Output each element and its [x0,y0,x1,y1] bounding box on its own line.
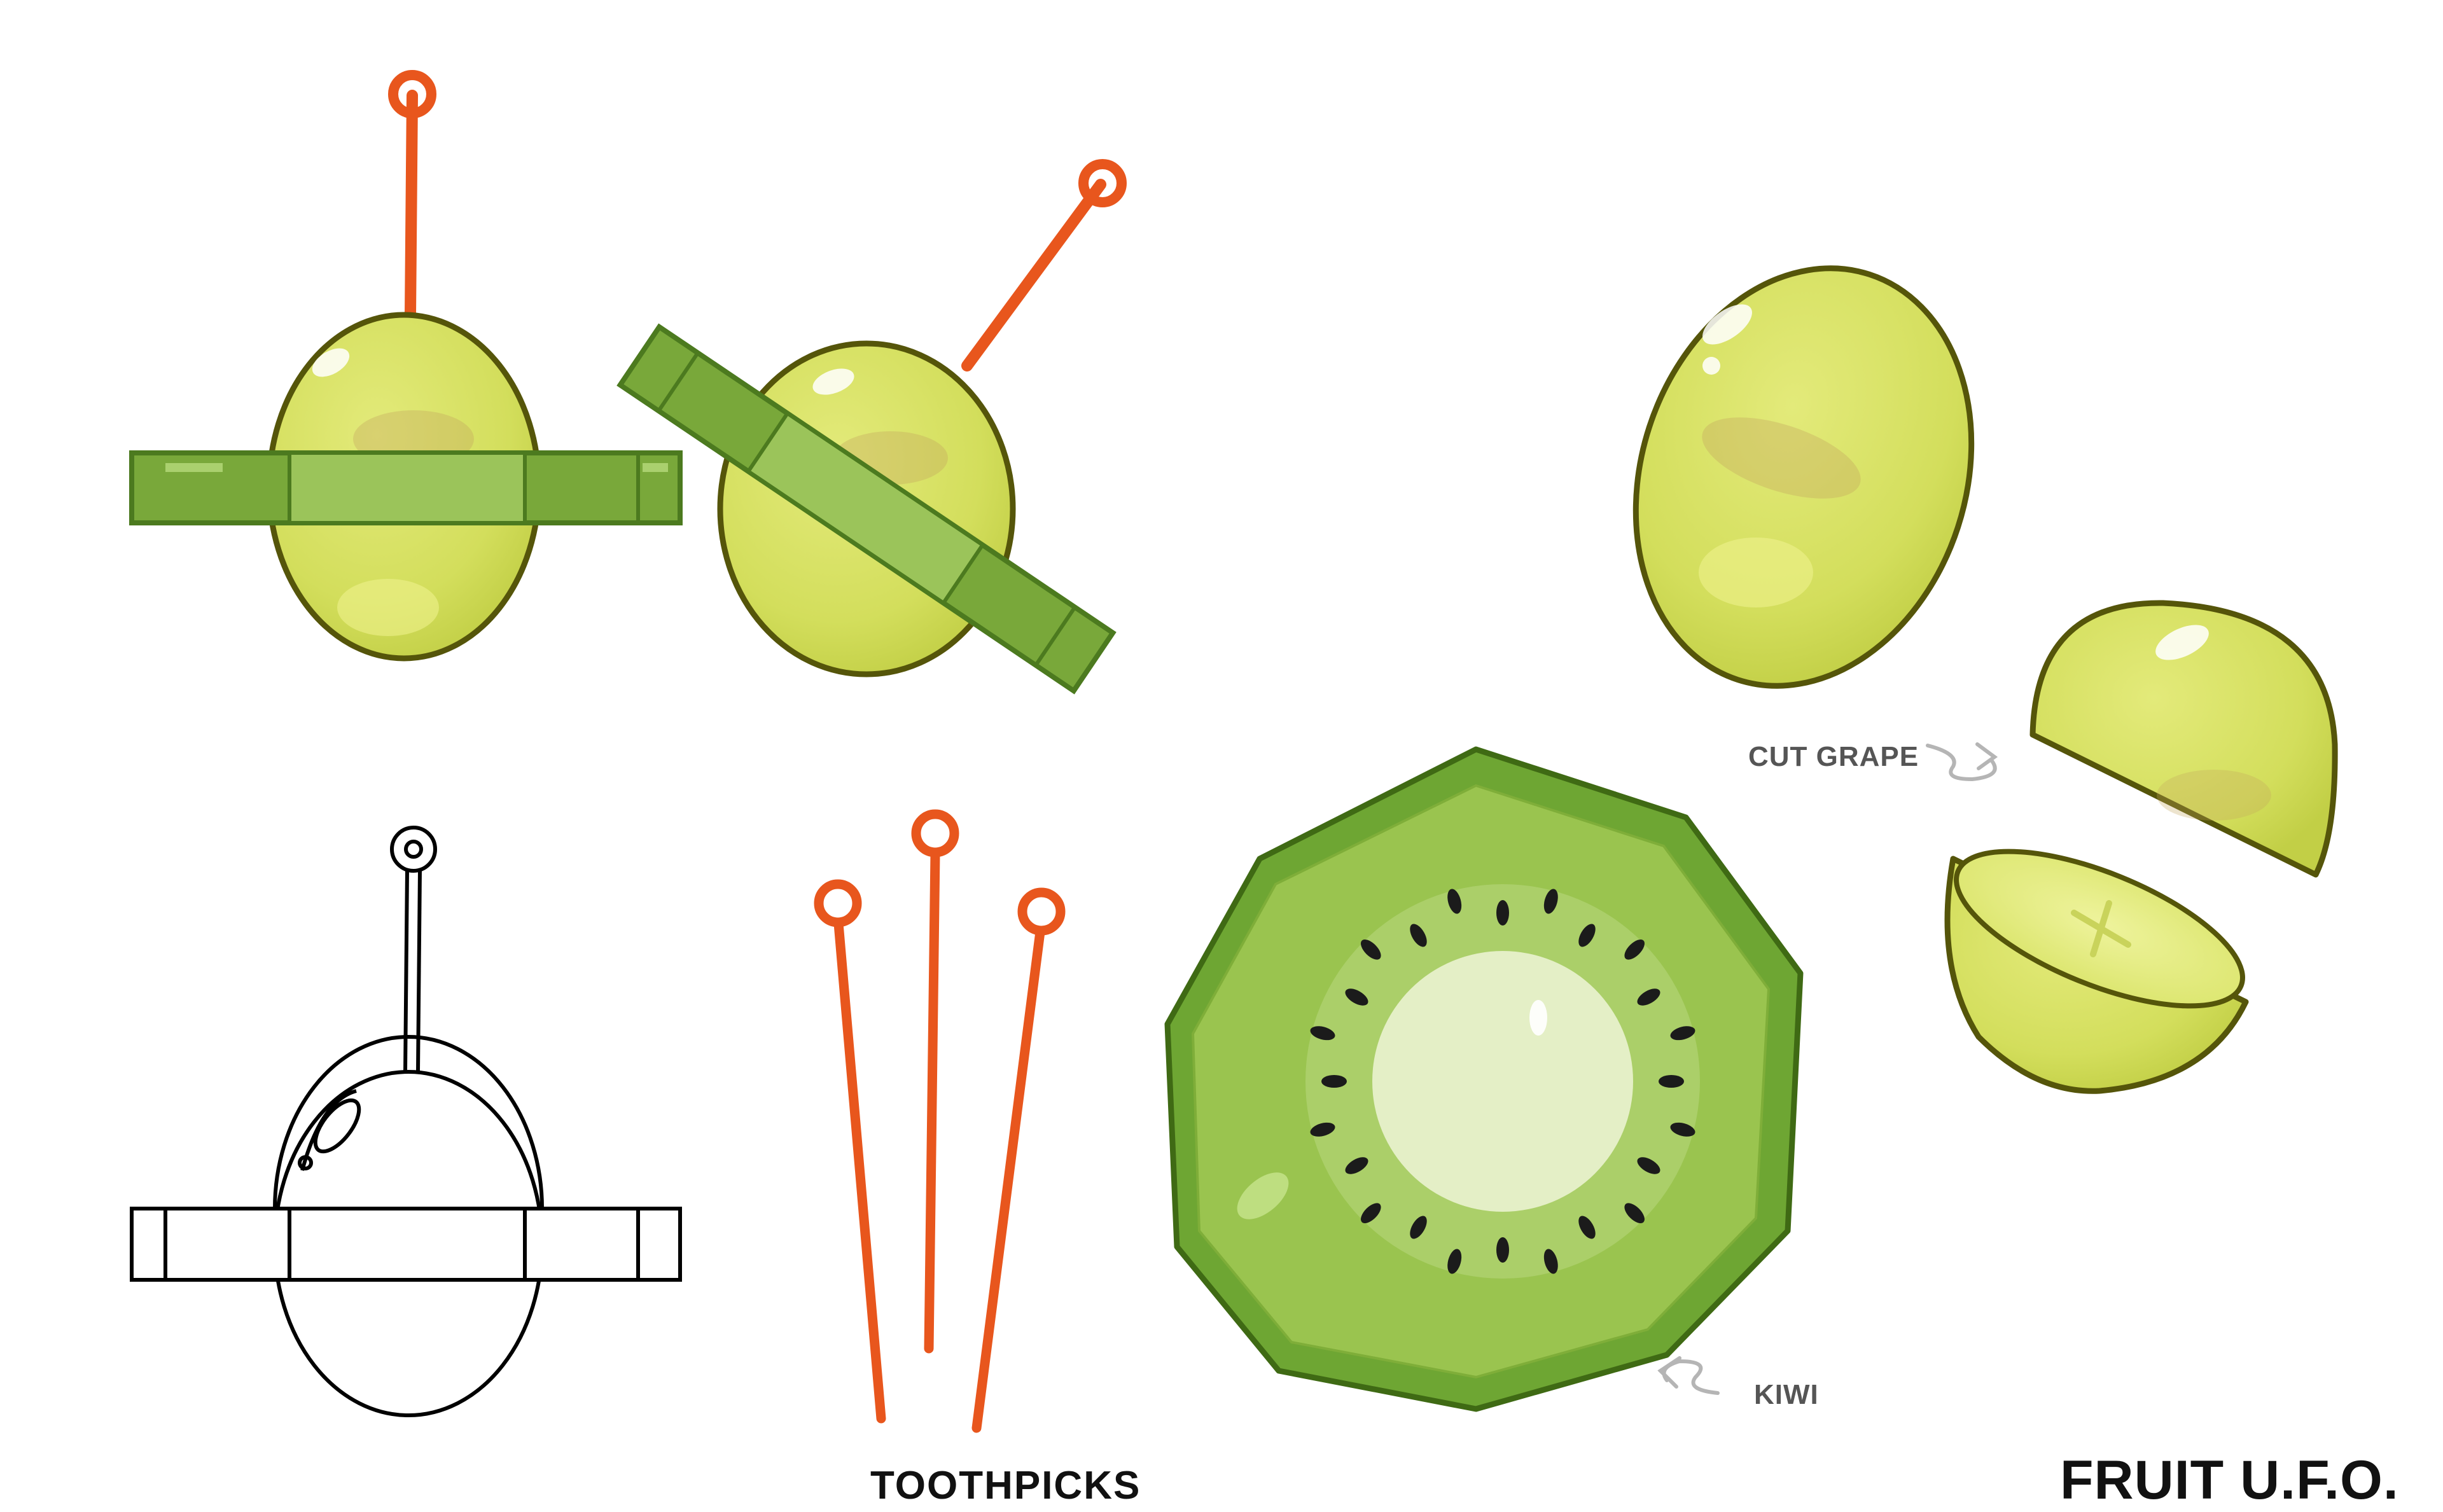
toothpick-icon [961,159,1127,371]
kiwi-seed-icon [1310,1026,1335,1041]
kiwi-seed-icon [1624,939,1645,960]
cut-grape-arrow-icon [1926,742,1998,782]
toothpick-icon [814,879,886,1424]
whole-grape [1632,265,1975,689]
kiwi-seed-icon [1410,924,1427,947]
kiwi-seed-icon [1659,1075,1684,1088]
kiwi-slice [1164,746,1804,1412]
kiwi-seed-icon [1447,1249,1462,1274]
kiwi-arrow-icon [1657,1356,1720,1395]
fruit-ufo-vertical [129,70,683,662]
kiwi-seed-icon [1496,900,1509,926]
celery-outline-icon [130,1207,682,1282]
kiwi-seed-icon [1637,988,1660,1006]
kiwi-seed-icon [1345,1157,1368,1174]
grape-top-half-icon [2029,600,2338,878]
kiwi-seed-icon [1310,1122,1335,1137]
kiwi-seed-icon [1543,889,1558,914]
kiwi-seed-icon [1543,1249,1558,1274]
celery-bar-icon [129,450,683,525]
cut-grape-label: CUT GRAPE [1748,741,1919,772]
kiwi-seed-icon [1345,988,1368,1006]
toothpicks-label: TOOTHPICKS [870,1464,1141,1508]
grape-bottom-half-icon [1944,849,2249,1094]
kiwi-seed-icon [1637,1157,1660,1174]
kiwi-seed-icon [1670,1026,1695,1041]
kiwi-seeds [1310,889,1695,1274]
toothpick-set [814,809,1066,1433]
kiwi-seed-icon [1410,1216,1427,1239]
toothpick-icon [911,809,959,1354]
celery-bar-icon [616,323,1117,695]
kiwi-seed-icon [1321,1075,1347,1088]
cut-grape [1944,600,2338,1094]
kiwi-label: KIWI [1754,1379,1819,1410]
kiwi-core-icon [1372,951,1633,1212]
kiwi-seed-icon [1496,1237,1509,1263]
toothpick-icon [388,70,436,321]
toothpick-icon [971,887,1066,1433]
kiwi-seed-icon [1360,939,1381,960]
kiwi-seed-icon [1447,889,1462,914]
kiwi-seed-icon [1360,1203,1381,1224]
fruit-ufo-line-drawing [130,826,682,1417]
kiwi-seed-icon [1578,1216,1596,1239]
kiwi-seed-icon [1670,1122,1695,1137]
fruit-ufo-tilted [616,159,1127,695]
kiwi-seed-icon [1624,1203,1645,1224]
page-title: FRUIT U.F.O. [2060,1450,2399,1511]
kiwi-seed-icon [1578,924,1596,947]
